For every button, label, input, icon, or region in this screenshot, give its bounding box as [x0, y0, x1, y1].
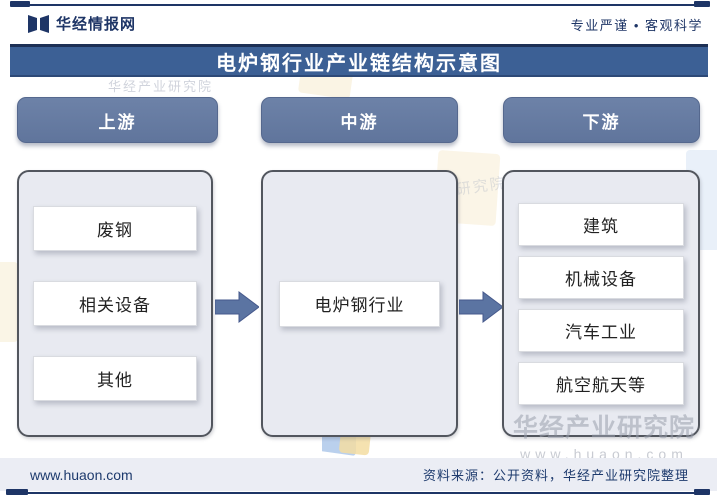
- bottom-border-line: [10, 492, 708, 494]
- node-construction: 建筑: [518, 202, 684, 246]
- page-title: 电炉钢行业产业链结构示意图: [216, 52, 502, 75]
- top-right-accent-dash: [694, 1, 710, 7]
- brand-name: 华经情报网: [56, 16, 137, 33]
- footer-source-note: 资料来源：公开资料，华经产业研究院整理: [422, 468, 689, 483]
- stage-button-downstream: 下游: [503, 97, 700, 143]
- footer-website: www.huaon.com: [30, 466, 133, 483]
- panel-downstream: 建筑 机械设备 汽车工业 航空航天等: [502, 170, 700, 437]
- top-border-line: [10, 4, 710, 6]
- bottom-left-accent-dash: [6, 489, 28, 495]
- brand-slogan: 专业严谨 • 客观科学: [570, 18, 703, 33]
- top-left-accent-dash: [10, 1, 30, 7]
- footer-bar: www.huaon.com 资料来源：公开资料，华经产业研究院整理: [0, 458, 717, 491]
- stage-button-midstream: 中游: [261, 97, 458, 143]
- node-aerospace-etc: 航空航天等: [518, 361, 684, 405]
- node-related-equipment: 相关设备: [33, 281, 197, 326]
- huajing-logo-icon: [28, 14, 49, 34]
- node-machinery-equipment: 机械设备: [518, 255, 684, 299]
- bottom-right-accent-dash: [694, 489, 710, 495]
- right-arrow-icon: [214, 289, 260, 325]
- right-arrow-icon: [458, 289, 504, 325]
- panel-upstream: 废钢 相关设备 其他: [17, 170, 213, 437]
- title-bar: 电炉钢行业产业链结构示意图: [10, 44, 708, 77]
- watermark-text: 华经产业研究院: [108, 79, 214, 94]
- node-electric-furnace-steel-industry: 电炉钢行业: [279, 280, 440, 327]
- node-others: 其他: [33, 356, 197, 401]
- node-automotive-industry: 汽车工业: [518, 308, 684, 352]
- stage-button-upstream: 上游: [17, 97, 218, 143]
- node-scrap-steel: 废钢: [33, 206, 197, 251]
- watermark-patch-yellow: [0, 262, 18, 342]
- brand-header: 华经情报网: [28, 13, 136, 34]
- panel-midstream: 电炉钢行业: [261, 170, 458, 437]
